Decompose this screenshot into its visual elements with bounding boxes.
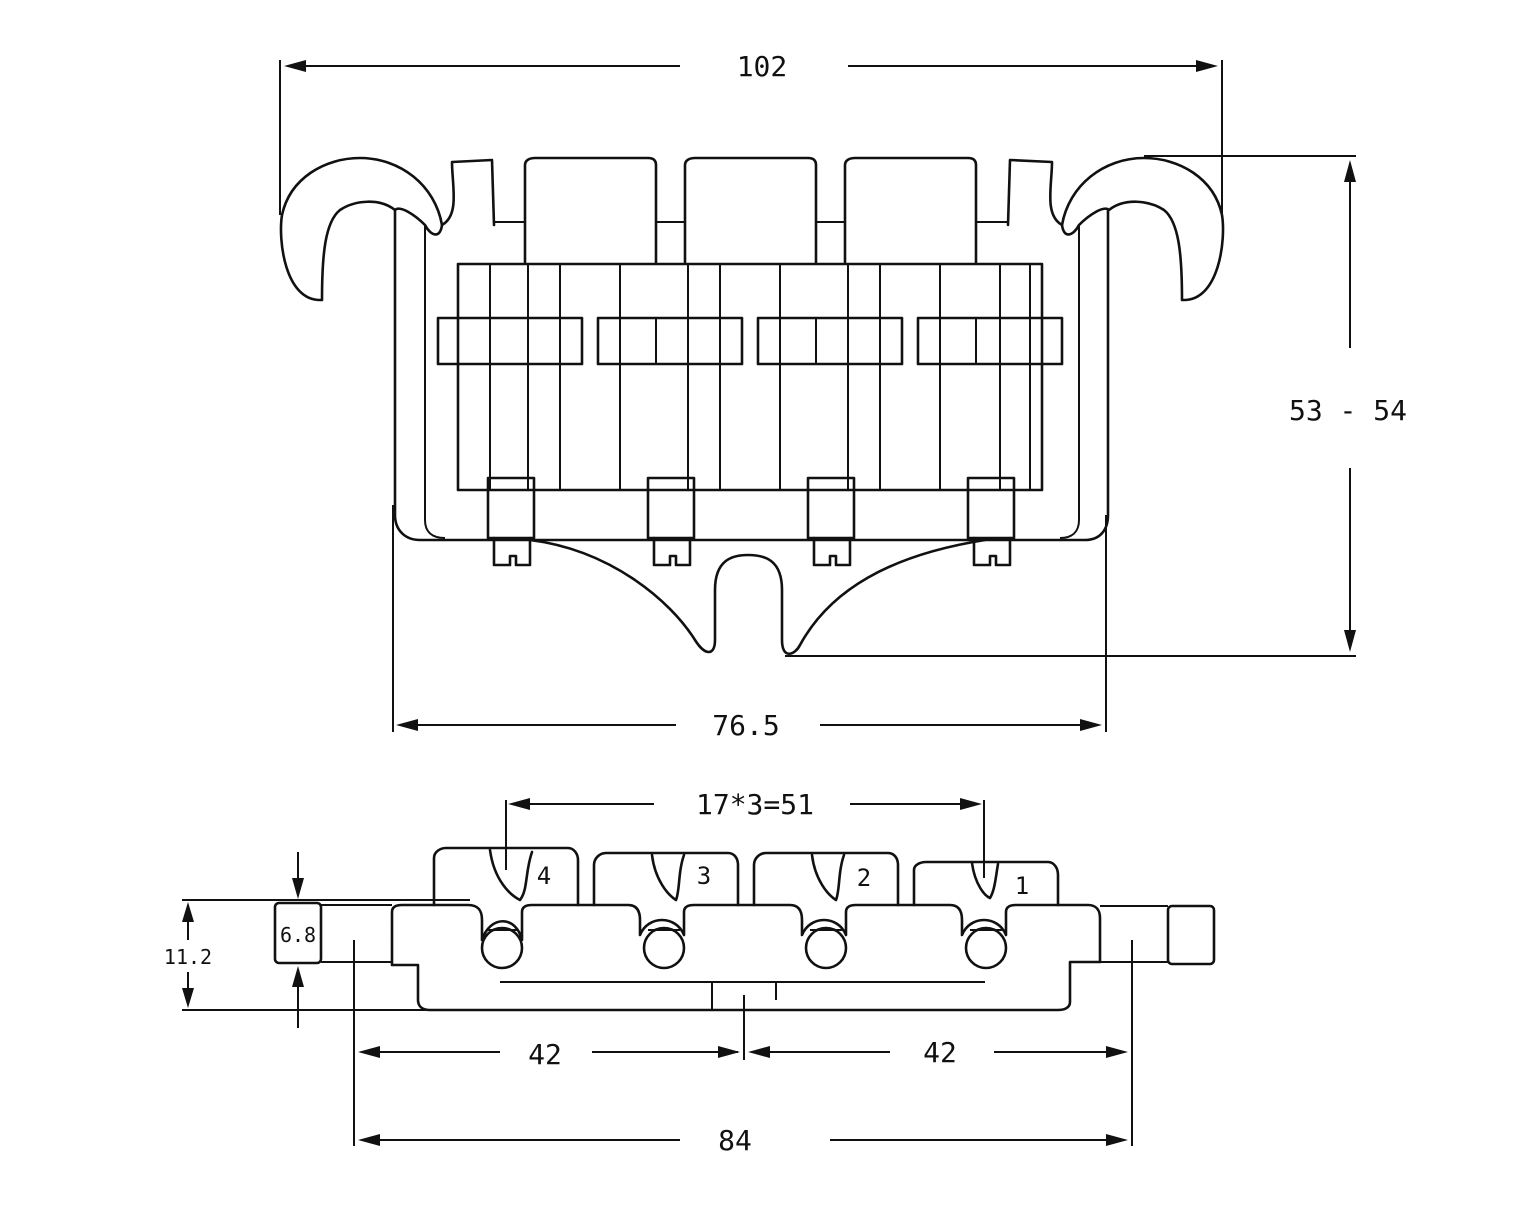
string-roller — [642, 926, 686, 970]
dimension-label: 17*3=51 — [696, 788, 814, 821]
dimension-42-84: 42 42 84 — [353, 940, 1133, 1157]
dimension-label: 84 — [718, 1124, 752, 1157]
string-number: 1 — [1015, 872, 1029, 900]
end-block-left — [273, 901, 323, 965]
string-notch — [970, 861, 1000, 900]
saddle-assembly — [596, 264, 744, 567]
top-tab — [683, 156, 818, 264]
dimension-53-54: 53 - 54 — [785, 155, 1407, 657]
dimension-string-spacing: 17*3=51 — [505, 788, 985, 878]
string-notch — [488, 848, 534, 902]
dimension-11-2: 11.2 — [164, 899, 470, 1011]
tail-curve — [528, 538, 987, 656]
dimension-label: 6.8 — [280, 923, 316, 947]
right-hook — [1060, 156, 1225, 302]
saddle-assembly — [436, 264, 584, 567]
dimension-102: 102 — [279, 50, 1223, 215]
saddle-assembly — [916, 264, 1064, 567]
saddle-assembly — [756, 264, 904, 567]
left-hook — [279, 156, 444, 302]
top-view: 102 53 - 54 76.5 — [279, 50, 1407, 742]
base-profile — [390, 903, 1102, 1012]
string-number: 4 — [537, 862, 551, 890]
dimension-label: 42 — [923, 1036, 957, 1069]
bridge-body-inner — [424, 225, 446, 539]
dimension-label: 11.2 — [164, 945, 212, 969]
dimension-label: 53 - 54 — [1289, 394, 1407, 427]
dimension-label: 76.5 — [712, 709, 779, 742]
front-view: 4 3 2 1 17 — [164, 788, 1216, 1157]
string-roller — [964, 926, 1008, 970]
top-tab — [523, 156, 658, 264]
end-block-right — [1166, 904, 1216, 966]
top-tab — [843, 156, 978, 264]
dimension-6-8: 6.8 — [280, 852, 316, 1028]
string-number: 3 — [697, 862, 711, 890]
string-roller — [480, 926, 524, 970]
dimension-label: 42 — [528, 1038, 562, 1071]
dimension-76-5: 76.5 — [392, 505, 1107, 742]
saddle-frame — [456, 262, 1044, 492]
string-roller — [804, 926, 848, 970]
string-notch — [810, 853, 846, 902]
string-notch — [650, 853, 686, 902]
string-number: 2 — [857, 864, 871, 892]
dimension-label: 102 — [737, 50, 788, 83]
